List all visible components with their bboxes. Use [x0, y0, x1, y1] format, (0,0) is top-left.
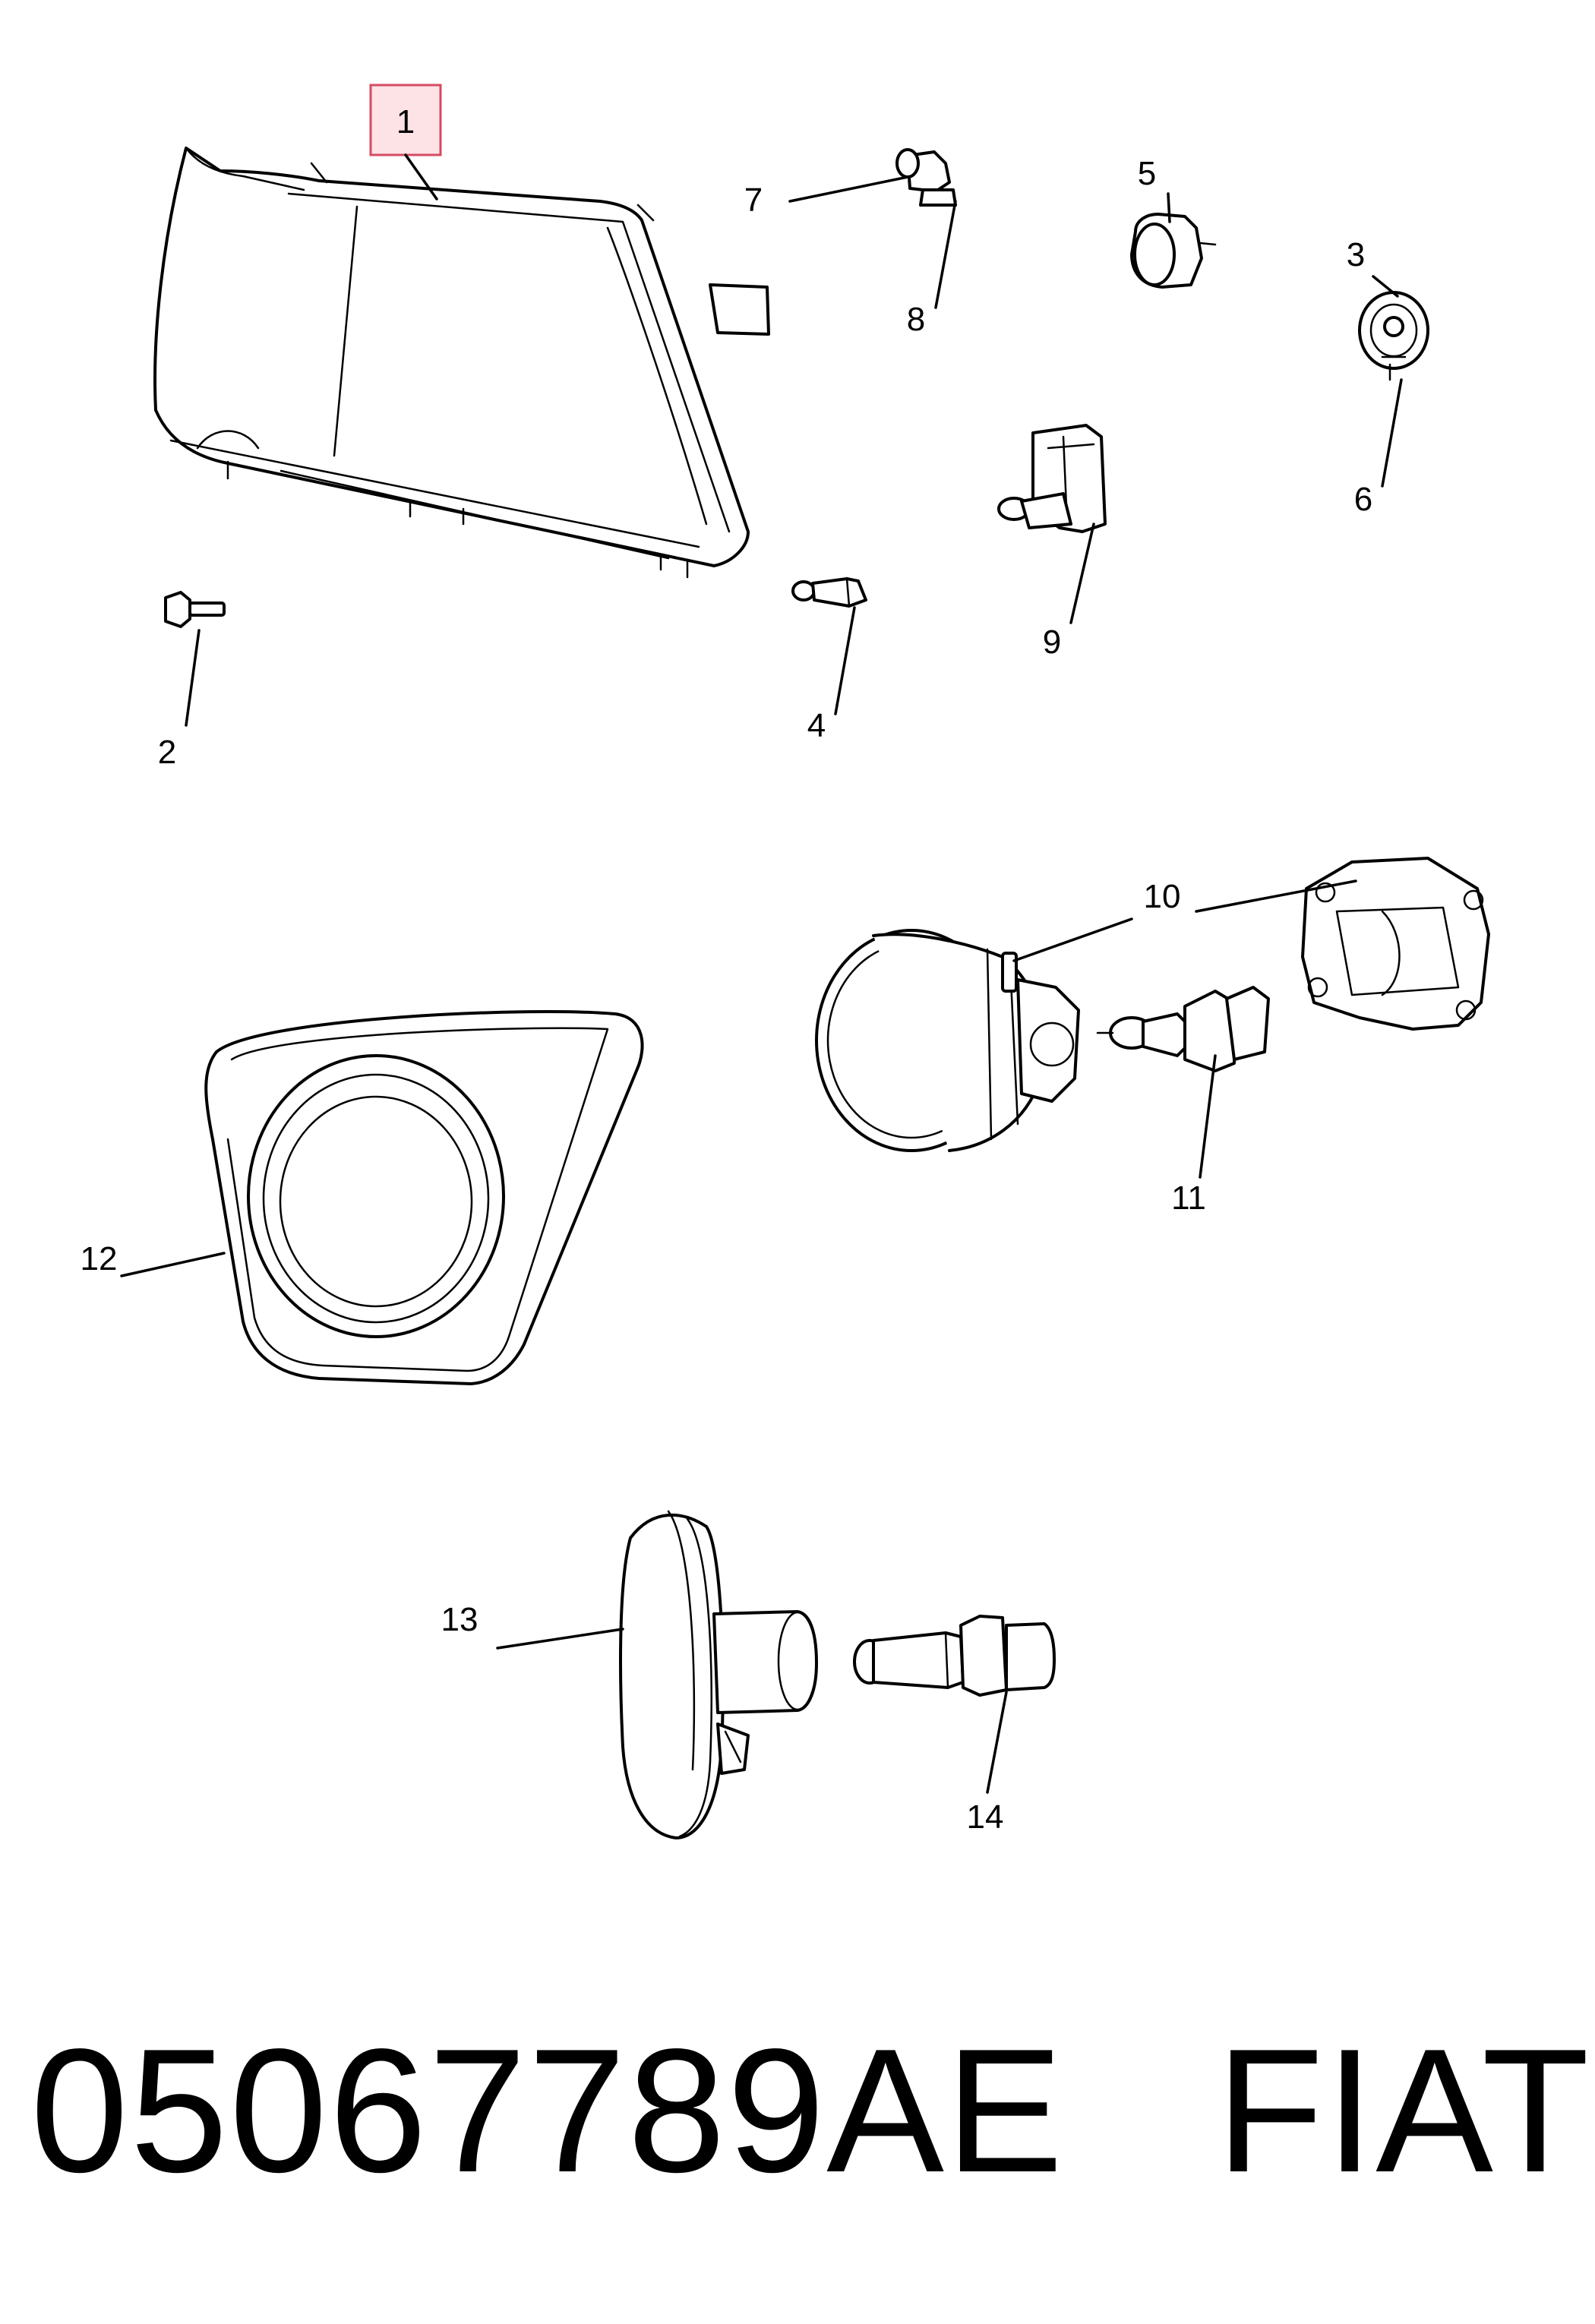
bulb-5: [1130, 213, 1217, 289]
fog-lamp-bezel-12: [204, 1010, 644, 1385]
callout-1[interactable]: 1: [396, 103, 415, 141]
socket-3: [1358, 291, 1429, 381]
callout-2[interactable]: 2: [158, 734, 176, 771]
callout-3[interactable]: 3: [1347, 236, 1365, 273]
callout-11[interactable]: 11: [1171, 1179, 1206, 1217]
leader-lines: [120, 153, 1403, 1794]
callout-7[interactable]: 7: [744, 182, 763, 219]
part-number-caption: 05067789AE FIAT: [30, 2013, 1591, 2209]
fog-lamp-bracket: [1301, 857, 1490, 1031]
side-marker-13: [619, 1510, 818, 1839]
callout-8[interactable]: 8: [907, 301, 925, 338]
screw: [164, 591, 226, 628]
wedge-bulb-14: [853, 1615, 1056, 1697]
bulb-11: [1096, 986, 1270, 1072]
callout-4[interactable]: 4: [807, 707, 826, 744]
callout-9[interactable]: 9: [1043, 624, 1061, 661]
callout-6[interactable]: 6: [1354, 481, 1372, 518]
callout-13[interactable]: 13: [441, 1601, 478, 1638]
bracket-9: [997, 424, 1107, 533]
headlamp-assembly: [153, 147, 770, 579]
wedge-bulb-4: [791, 577, 867, 608]
callout-12[interactable]: 12: [81, 1240, 118, 1277]
callout-5[interactable]: 5: [1138, 155, 1156, 192]
callout-14[interactable]: 14: [967, 1798, 1004, 1836]
callout-labels: 1 2 3 4 5 6 7 8 9 10 11 12 13 14: [81, 103, 1373, 1836]
fog-lamp-10: [815, 929, 1080, 1152]
callout-10[interactable]: 10: [1144, 878, 1181, 915]
